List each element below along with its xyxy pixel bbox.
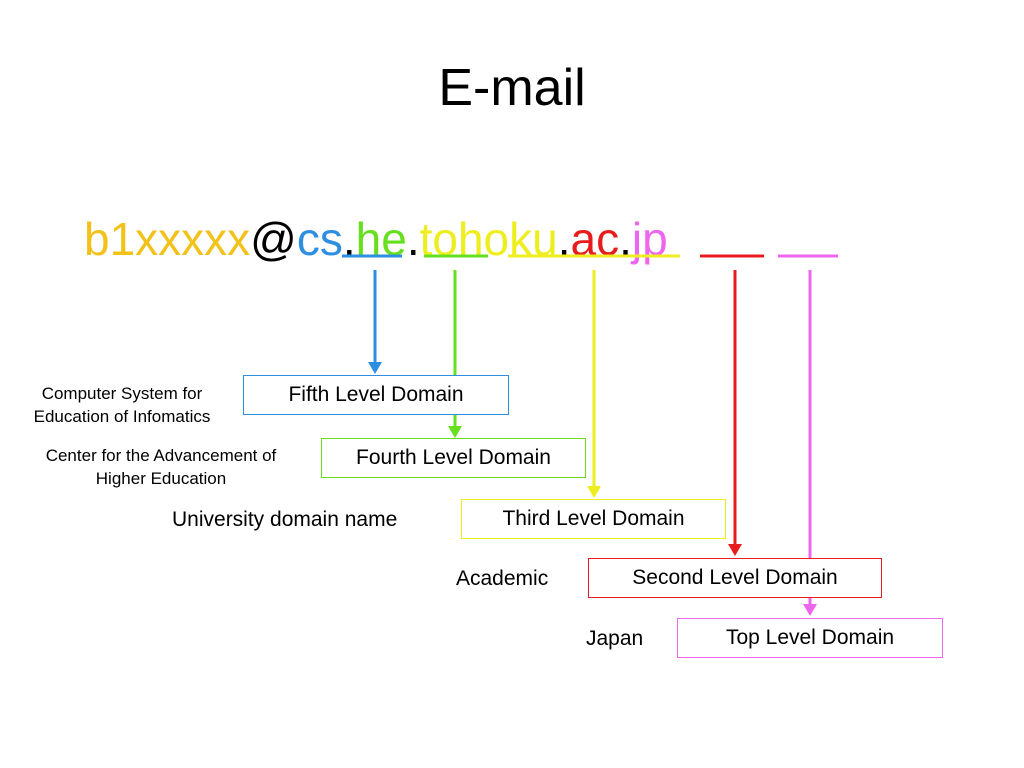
fifth-level-description: Computer System for Education of Infomat… xyxy=(14,382,230,428)
fifth-level-desc-line1: Computer System for xyxy=(41,384,203,403)
top-level-domain-box: Top Level Domain xyxy=(677,618,943,658)
email-address: b1xxxxx@cs.he.tohoku.ac.jp xyxy=(84,216,668,262)
fourth-level-domain-box: Fourth Level Domain xyxy=(321,438,586,478)
fifth-level-domain-box: Fifth Level Domain xyxy=(243,375,509,415)
second-level-description: Academic xyxy=(456,567,549,590)
email-dot: . xyxy=(619,213,632,265)
third-level-description: University domain name xyxy=(172,508,398,531)
arrow-cs xyxy=(368,270,382,374)
fourth-level-desc-line2: Higher Education xyxy=(95,469,227,488)
email-segment-he: he xyxy=(355,213,407,265)
email-dot: . xyxy=(342,213,356,265)
email-segment-jp: jp xyxy=(631,213,668,265)
email-segment-cs: cs xyxy=(296,213,343,265)
email-dot: . xyxy=(406,213,420,265)
fourth-level-desc-line1: Center for the Advancement of xyxy=(45,446,277,465)
email-segment-ac: ac xyxy=(570,213,620,265)
arrow-tohoku xyxy=(587,270,601,498)
second-level-domain-box: Second Level Domain xyxy=(588,558,882,598)
slide-title: E-mail xyxy=(438,59,586,117)
third-level-domain-box: Third Level Domain xyxy=(461,499,726,539)
arrow-jp xyxy=(803,270,817,616)
email-at-sign: @ xyxy=(250,213,297,265)
fourth-level-description: Center for the Advancement of Higher Edu… xyxy=(20,444,302,490)
email-segment-tohoku: tohoku xyxy=(419,213,558,265)
fifth-level-desc-line2: Education of Infomatics xyxy=(33,407,211,426)
email-dot: . xyxy=(557,213,571,265)
arrow-ac xyxy=(728,270,742,556)
top-level-description: Japan xyxy=(586,627,644,650)
email-user-segment: b1xxxxx xyxy=(84,213,251,265)
